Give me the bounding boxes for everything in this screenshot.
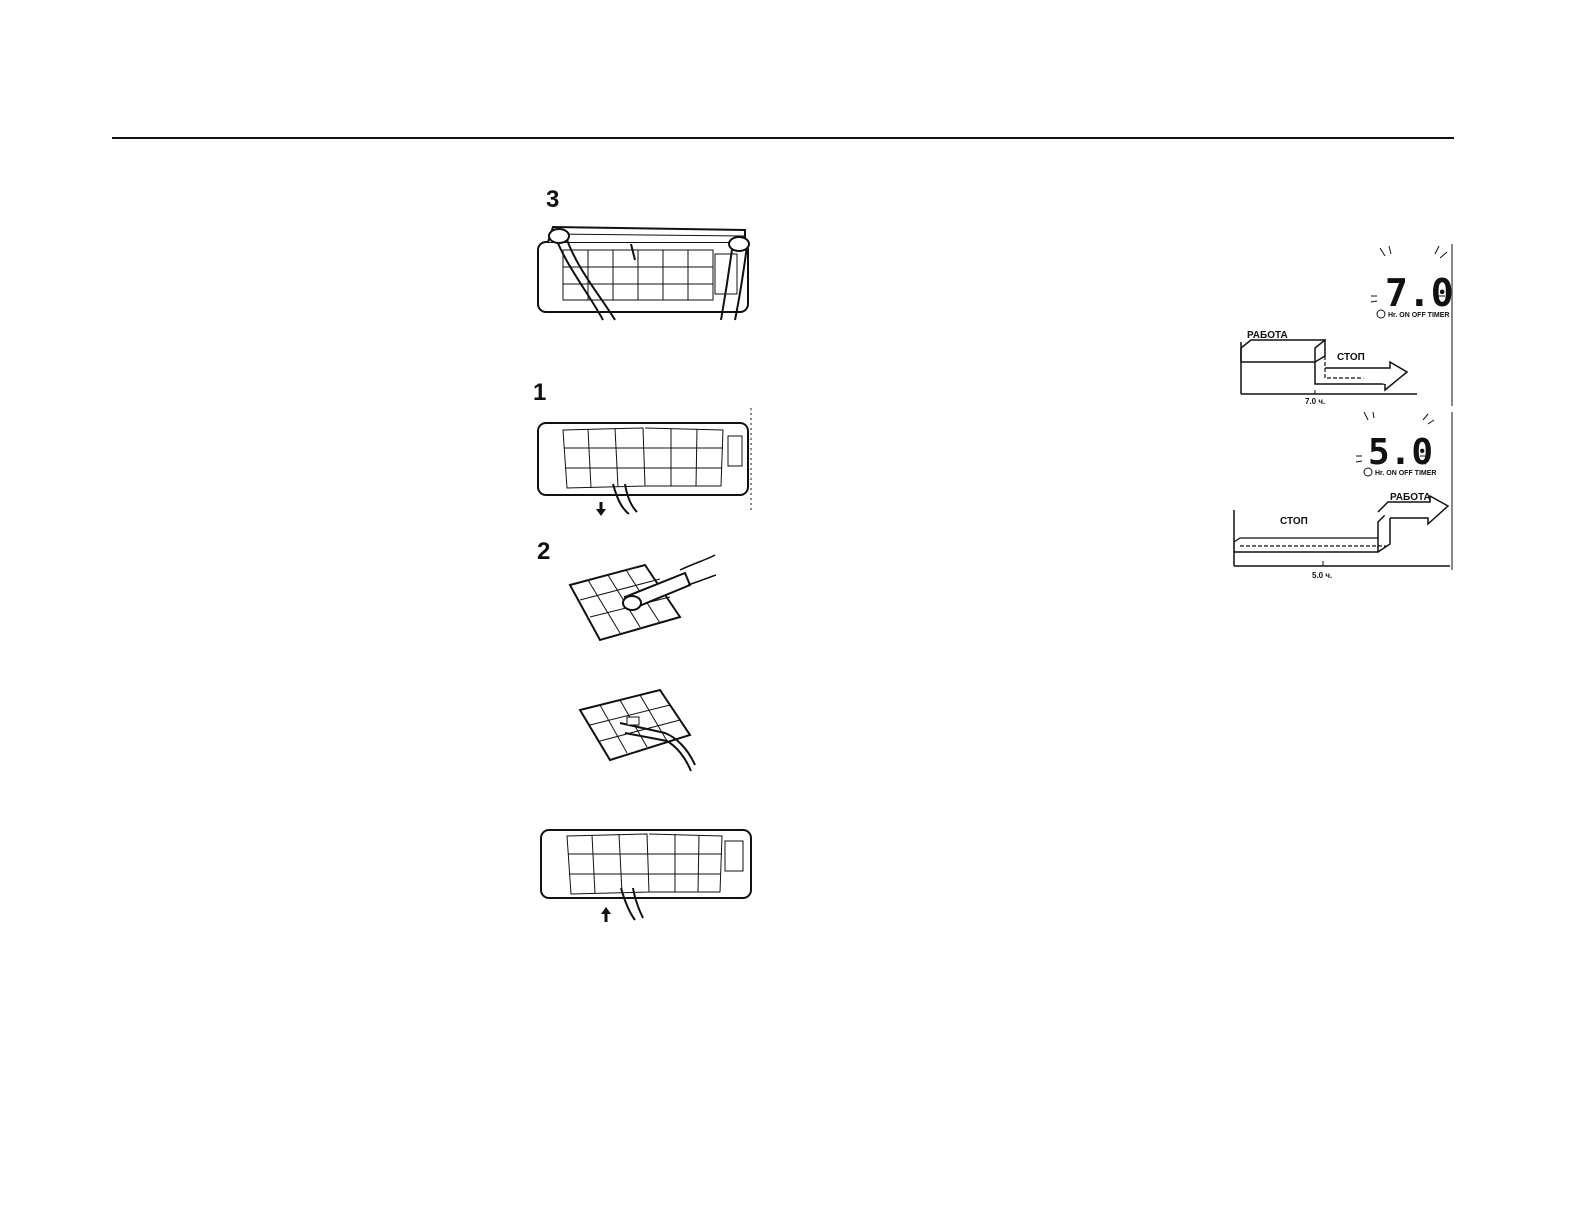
timer-display-on: 5.0 Hr. ON OFF TIMER [1355,412,1436,477]
duration-label-on: 5.0 ч. [1312,571,1332,580]
indicator-text-off: Hr. ON OFF TIMER [1388,312,1449,319]
duration-label-off: 7.0 ч. [1305,397,1325,406]
off-timer-diagram: 7.0 Hr. ON OFF TIMER РАБОТА СТОП 7.0 ч. [1235,244,1455,406]
indicator-text-on: Hr. ON OFF TIMER [1375,470,1436,477]
step-number-1: 1 [533,379,547,406]
display-value-off: 7.0 [1385,271,1454,315]
illustration-clean-filter-vacuum [560,545,720,645]
illustration-remove-filter [533,408,758,518]
step-number-3: 3 [546,186,560,213]
illustration-reinstall-front-panel [533,222,758,322]
display-value-on: 5.0 [1368,432,1433,473]
illustration-reinsert-filter [537,826,757,926]
step-number-2: 2 [537,538,551,565]
on-timer-diagram: 5.0 Hr. ON OFF TIMER СТОП РАБОТА 5.0 ч. [1228,412,1454,590]
timer-display-off: 7.0 Hr. ON OFF TIMER [1370,245,1454,319]
run-label-on: РАБОТА [1390,492,1431,503]
run-label-off: РАБОТА [1247,330,1288,341]
stop-label-off: СТОП [1337,352,1365,363]
clock-icon [1363,467,1373,477]
header-rule [112,137,1454,139]
stop-label-on: СТОП [1280,516,1308,527]
illustration-wash-filter [575,685,715,775]
clock-icon [1376,309,1386,319]
